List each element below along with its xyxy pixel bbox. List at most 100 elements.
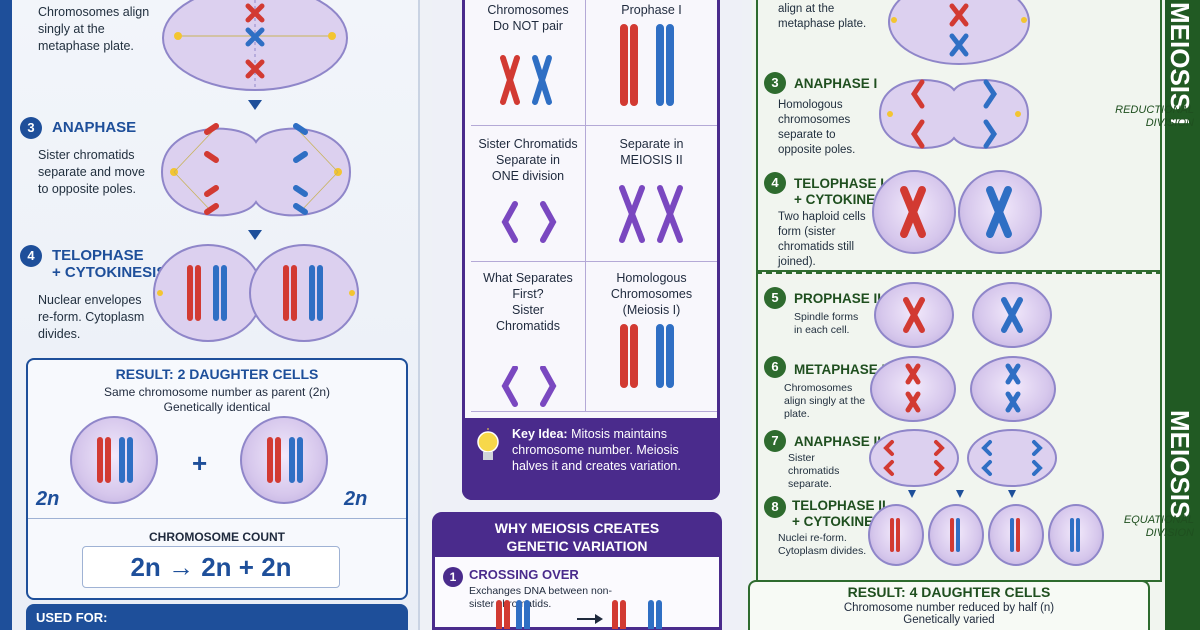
anaphase-i-cell: [876, 68, 1032, 160]
anaphase-ii-blue-graphic: [967, 429, 1057, 487]
step-number-badge: 8: [764, 496, 786, 518]
step-number-badge: 5: [764, 287, 786, 309]
meiosis-result-box: RESULT: 4 DAUGHTER CELLS Chromosome numb…: [748, 580, 1150, 630]
anaphase-ii-cell-left: [868, 428, 960, 488]
chromatids-graphic: [501, 201, 557, 243]
key-idea-box: Key Idea: Mitosis maintains chromosome n…: [462, 418, 720, 500]
metaphase-ii-red-chromosomes: [905, 363, 921, 413]
gamete-cell: [868, 504, 924, 566]
gamete-chromosome: [1010, 518, 1020, 552]
anaphase-cell: [152, 112, 360, 232]
result-title: RESULT: 2 DAUGHTER CELLS: [115, 366, 319, 382]
metaphase-ii-desc: Chromosomes align singly at the plate.: [784, 382, 866, 420]
step-number-badge: 7: [764, 430, 786, 452]
metaphase-ii-title: METAPHASE II: [794, 362, 890, 377]
lightbulb-icon: [477, 428, 499, 460]
anaphase-ii-cell-right: [966, 428, 1058, 488]
anaphase-ii-red-graphic: [869, 429, 959, 487]
crossing-over-desc: Exchanges DNA between non-sister chromat…: [469, 585, 613, 610]
gamete-cell: [928, 504, 984, 566]
anaphase-i-desc: Homologous chromosomes separate to oppos…: [778, 99, 856, 156]
meiosis-side-label: MEIOSIS: [1165, 410, 1195, 519]
comparison-table: Chromosomes Do NOT pair Prophase I Siste…: [462, 0, 720, 500]
telophase-ii-desc: Nuclei re-form. Cytoplasm divides.: [778, 532, 867, 557]
plus-sign: +: [192, 448, 208, 478]
anaphase-i-graphic: [878, 79, 1030, 149]
gamete-chromosome: [1070, 518, 1080, 552]
compare-cell-text: What Separates First? Sister Chromatids: [483, 271, 573, 333]
meiosis-result-title: RESULT: 4 DAUGHTER CELLS: [847, 584, 1051, 600]
anaphase-cell-graphic: [160, 123, 352, 217]
result-line-1: Same chromosome number as parent (2n): [103, 385, 331, 399]
reductional-division-label: REDUCTIONAL DIVISION: [1115, 104, 1194, 129]
prophase-ii-cell-right: [972, 282, 1052, 348]
down-arrow-icon: [248, 230, 262, 240]
compare-cell-text: Chromosomes Do NOT pair: [487, 3, 569, 33]
unpaired-chromosomes-graphic: [500, 55, 552, 105]
compare-cell: Sister Chromatids Separate in ONE divisi…: [471, 126, 586, 262]
anaphase-i-title: ANAPHASE I: [794, 76, 878, 91]
gamete-chromosome: [890, 518, 900, 552]
x-chromosomes-graphic: [619, 185, 683, 243]
chromatids-graphic: [501, 366, 557, 407]
down-arrow-icon: [248, 100, 262, 110]
telophase-i-cell-left: [872, 170, 956, 254]
ploidy-label-left: 2n: [36, 488, 60, 510]
telophase-title: TELOPHASE + CYTOKINESIS: [52, 247, 167, 281]
mitosis-metaphase-cell: [160, 0, 350, 92]
compare-cell-text: Homologous Chromosomes (Meiosis I): [610, 271, 693, 317]
metaphase-cell-graphic: [162, 0, 348, 91]
anaphase-title: ANAPHASE: [52, 119, 137, 136]
meiosis-metaphase-desc: align at the metaphase plate.: [778, 3, 867, 30]
mitosis-metaphase-desc: Chromosomes align singly at the metaphas…: [38, 5, 150, 53]
prophase-ii-cell-left: [874, 282, 954, 348]
ploidy-label-right: 2n: [344, 488, 368, 510]
prophase-ii-blue-chromosome: [1001, 297, 1023, 333]
metaphase-ii-cell-right: [970, 356, 1056, 422]
gamete-cell: [988, 504, 1044, 566]
telophase-i-blue-chromosome: [986, 186, 1012, 238]
meiosis-metaphase-cell: [886, 0, 1032, 66]
telophase-desc: Nuclear envelopes re-form. Cytoplasm div…: [38, 293, 145, 341]
homolog-pair-graphic: [620, 324, 674, 388]
anaphase-ii-desc: Sister chromatids separate.: [788, 452, 840, 490]
telophase-cells-graphic: [153, 244, 359, 342]
telophase-cells: [150, 238, 362, 348]
variation-item-number: 1: [443, 567, 463, 587]
key-idea-text: Mitosis maintains chromosome number. Mei…: [512, 427, 681, 473]
compare-cell: Homologous Chromosomes (Meiosis I): [586, 262, 717, 412]
gamete-chromosome: [950, 518, 960, 552]
compare-cell: What Separates First? Sister Chromatids: [471, 262, 586, 412]
gamete-cell: [1048, 504, 1104, 566]
result-line-2: Genetically identical: [163, 400, 271, 414]
prophase-ii-red-chromosome: [903, 297, 925, 333]
compare-cell-text: Separate in MEIOSIS II: [619, 137, 684, 167]
key-idea-label: Key Idea:: [512, 427, 568, 441]
variation-title: WHY MEIOSIS CREATES GENETIC VARIATION: [435, 515, 719, 557]
chromosome-count-formula: 2n → 2n + 2n: [82, 546, 340, 588]
meiosis-result-line-2: Genetically varied: [903, 614, 995, 626]
compare-cell-text: Prophase I: [621, 3, 682, 17]
paired-chromosomes-graphic: [620, 24, 674, 106]
meiosis-side-bar: MEIOSIS I MEIOSIS: [1165, 0, 1200, 630]
meiosis-i-frame: [756, 0, 1162, 272]
anaphase-desc: Sister chromatids separate and move to o…: [38, 148, 146, 196]
metaphase-ii-cell-left: [870, 356, 956, 422]
meiosis-metaphase-graphic: [888, 0, 1030, 65]
meiosis-result-line-1: Chromosome number reduced by half (n): [843, 602, 1055, 614]
telophase-i-red-chromosome: [900, 186, 926, 238]
prophase-ii-title: PROPHASE II: [794, 291, 882, 306]
daughter-cell-right: [240, 416, 328, 504]
divider: [28, 518, 406, 519]
variation-box: WHY MEIOSIS CREATES GENETIC VARIATION 1 …: [432, 512, 722, 630]
metaphase-ii-blue-chromosomes: [1005, 363, 1021, 413]
prophase-ii-desc: Spindle forms in each cell.: [794, 311, 859, 336]
step-number-badge: 4: [20, 245, 42, 267]
equational-division-label: EQUATIONAL DIVISION: [1123, 514, 1194, 539]
down-arrow-icon: [908, 490, 1016, 498]
anaphase-ii-title: ANAPHASE II: [794, 434, 882, 449]
compare-cell: Separate in MEIOSIS II: [586, 126, 717, 262]
telophase-i-desc: Two haploid cells form (sister chromatid…: [778, 211, 866, 268]
step-number-badge: 6: [764, 356, 786, 378]
crossing-over-title: CROSSING OVER: [469, 567, 579, 582]
